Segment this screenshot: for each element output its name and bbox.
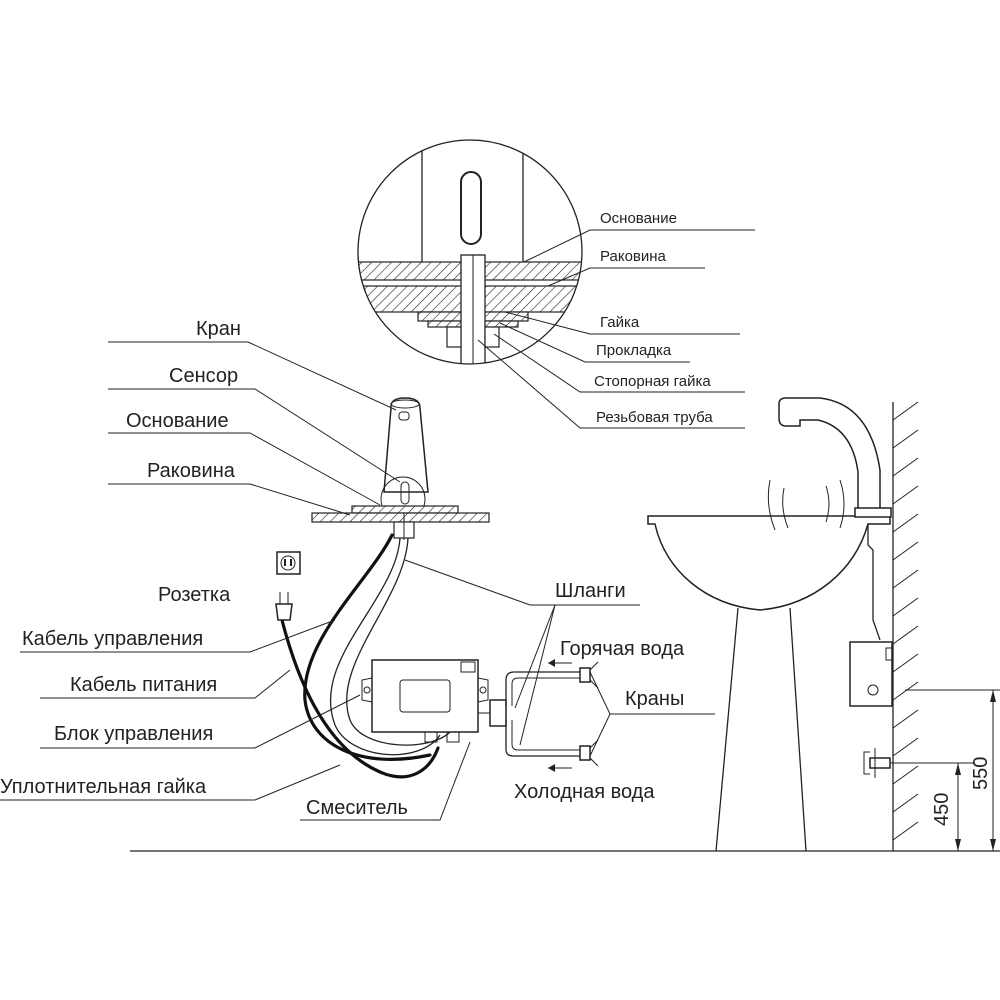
hose-right [346,537,451,746]
detail-label-nut: Гайка [600,314,640,331]
wall-valve-icon [863,748,905,778]
label-sealing-nut: Уплотнительная гайка [0,776,207,798]
detection-waves-icon [767,479,845,531]
main-leaders [0,341,715,821]
detail-callout [357,139,583,365]
detail-label-gasket: Прокладка [596,342,672,359]
label-faucet: Кран [196,318,241,340]
detail-label-threaded-pipe: Резьбовая труба [596,409,713,426]
basin-control-unit [849,641,893,707]
control-cable [303,533,432,761]
cold-flow-arrow-icon [548,764,572,772]
sensor-faucet [311,397,490,540]
label-sink: Раковина [147,460,236,482]
basin [647,515,891,852]
label-mixer: Смеситель [306,797,408,819]
hose-left [329,537,441,756]
hot-flow-arrow-icon [548,659,572,667]
power-cable [280,618,440,779]
label-base: Основание [126,410,229,432]
label-cold-water: Холодная вода [514,781,655,803]
label-sensor: Сенсор [169,365,238,387]
wall [892,401,919,851]
plug-icon [275,592,293,621]
control-unit-box [361,659,489,743]
label-control-cable: Кабель управления [22,628,203,650]
label-valves: Краны [625,688,684,710]
sensor-window [398,411,410,421]
mixer [478,671,580,757]
detail-circle [357,139,583,365]
detail-label-sink: Раковина [600,248,667,265]
detail-label-base: Основание [600,210,677,227]
dimension-lines [905,689,1000,852]
label-socket: Розетка [158,584,231,606]
label-hoses: Шланги [555,580,626,602]
basin-faucet [778,397,892,641]
label-power-cable: Кабель питания [70,674,217,696]
detail-label-lock-nut: Стопорная гайка [594,373,711,390]
detail-leaders [477,229,755,429]
label-hot-water: Горячая вода [560,638,685,660]
dimension-550: 550 [970,757,992,790]
dimension-450: 450 [931,793,953,826]
socket-icon [276,551,301,575]
label-control-unit: Блок управления [54,723,213,745]
